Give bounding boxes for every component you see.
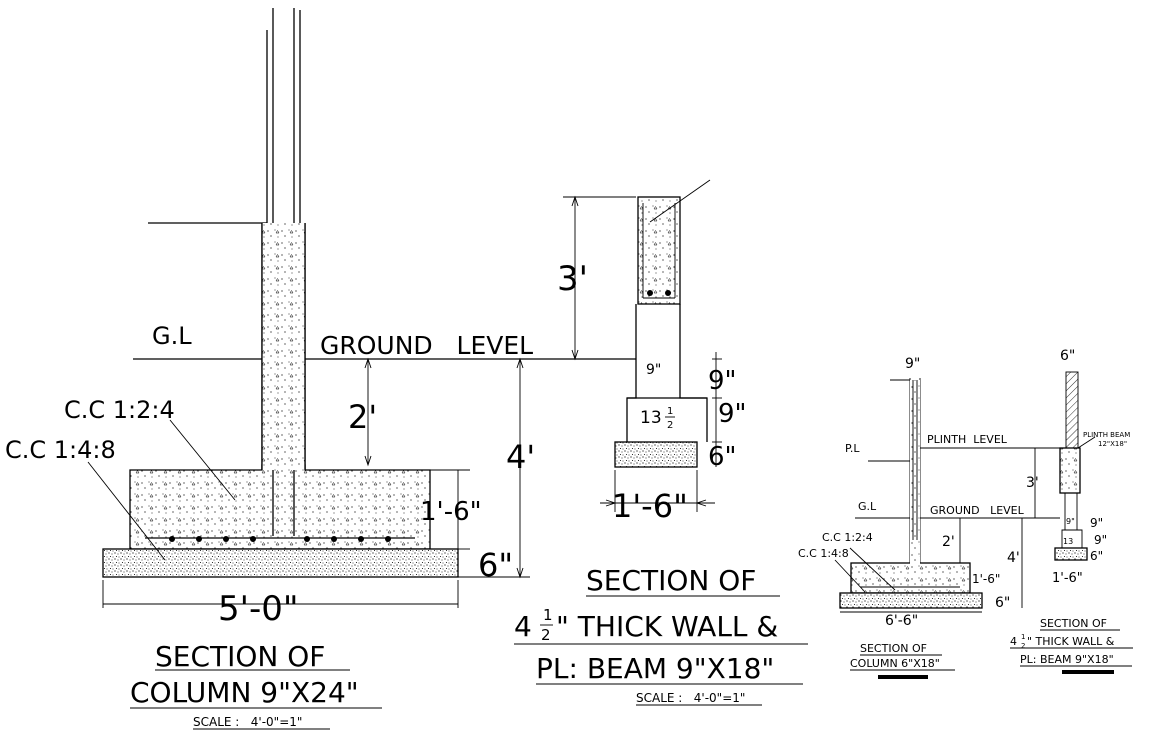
small-dim-4ft: 4' — [1007, 550, 1020, 566]
leader-cc148 — [87, 461, 166, 561]
wall-section-main: 3' 9" 9" 9" 13 1 2 6" 1'-6" SECTION OF 4… — [514, 179, 808, 706]
column-title-line2: COLUMN 9"X24" — [130, 676, 359, 709]
gl-label: G.L — [152, 322, 192, 350]
wall-title-line1: SECTION OF — [586, 564, 756, 597]
wall-title-line2: " THICK WALL & — [556, 610, 778, 643]
dim-3ft: 3' — [557, 259, 588, 299]
small-plinth-level-label: PLINTH LEVEL — [927, 433, 1008, 446]
small-cc124-label: C.C 1:2:4 — [822, 531, 873, 544]
leader-beam — [649, 179, 711, 223]
wall-scale: SCALE : 4'-0"=1" — [636, 691, 745, 705]
small-wall-dim-base: 1'-6" — [1052, 571, 1083, 586]
small-beam-label2: 12"X18" — [1098, 440, 1127, 448]
small-dim-2ft: 2' — [942, 534, 955, 550]
wall-dim-13-num: 1 — [667, 406, 673, 417]
small-gl-label: G.L — [858, 500, 877, 513]
small-wall-title-den: 2 — [1021, 642, 1025, 650]
small-wall-dim-9b: 9" — [1090, 516, 1103, 530]
small-dim-width: 6'-6" — [885, 613, 918, 629]
cc124-label: C.C 1:2:4 — [64, 396, 175, 424]
small-wall-top-dim: 6" — [1060, 348, 1075, 364]
pcc-cc148 — [102, 548, 459, 578]
small-wall-scale-bar — [1062, 670, 1114, 674]
column-scale: SCALE : 4'-0"=1" — [193, 715, 302, 729]
small-dim-1ft6: 1'-6" — [972, 572, 1000, 586]
small-col-title-line2: COLUMN 6"X18" — [850, 657, 940, 670]
dim-1ft6-footing: 1'-6" — [420, 497, 482, 527]
wall-dim-6in: 6" — [708, 442, 737, 472]
small-wall-title-line2: " THICK WALL & — [1027, 635, 1115, 648]
small-plinth-beam — [1059, 447, 1081, 494]
footing-cc124 — [129, 464, 431, 550]
small-wall-hatch — [1065, 371, 1079, 449]
wall-section-small: 6" PLINTH BEAM 12"X18" 9" 9" 9" 13 6" 1'… — [1010, 348, 1133, 674]
footing-rebar — [169, 536, 391, 542]
small-pl-label: P.L — [845, 442, 860, 455]
small-wall-title-line1: SECTION OF — [1040, 617, 1107, 630]
small-wall-title-num: 1 — [1021, 633, 1025, 641]
wall-pcc — [614, 441, 698, 468]
small-cc148-label: C.C 1:4:8 — [798, 547, 849, 560]
small-col-top-dim: 9" — [905, 356, 920, 372]
wall-dim-13-den: 2 — [667, 420, 673, 431]
dim-2ft: 2' — [348, 398, 377, 436]
small-footing — [850, 562, 971, 594]
small-wall-dim-9a: 9" — [1066, 517, 1075, 526]
small-col-scale-bar — [878, 675, 928, 679]
small-wall-dim-13: 13 — [1063, 537, 1073, 546]
leader-cc124 — [169, 419, 236, 501]
ground-level-label: GROUND LEVEL — [320, 331, 533, 360]
wall-dim-13: 13 — [640, 408, 662, 428]
wall-title-den: 2 — [541, 626, 551, 644]
dim-6in-pcc: 6" — [478, 546, 513, 584]
wall-title-4: 4 — [514, 610, 532, 643]
wall-title-num: 1 — [543, 606, 553, 624]
column-section-main: G.L GROUND LEVEL C.C 1:2:4 C.C 1:4:8 2' … — [5, 8, 636, 730]
small-pcc — [839, 592, 983, 609]
small-dim-6in: 6" — [995, 595, 1010, 611]
small-dim-3ft: 3' — [1026, 475, 1039, 491]
small-wall-pcc — [1054, 547, 1088, 561]
wall-dim-base: 1'-6" — [612, 487, 688, 525]
wall-title-line3: PL: BEAM 9"X18" — [536, 652, 774, 685]
column-section-small: 9" P.L PLINTH LEVEL G.L GROUND LEVEL C.C… — [798, 356, 1060, 679]
wall-dim-9in-b: 9" — [708, 366, 737, 396]
plinth-beam — [637, 196, 681, 305]
dim-5ft: 5'-0" — [218, 589, 299, 629]
small-wall-dim-6: 6" — [1090, 549, 1103, 563]
wall-dim-9in: 9" — [646, 362, 661, 378]
cc148-label: C.C 1:4:8 — [5, 436, 116, 464]
small-wall-title-line3: PL: BEAM 9"X18" — [1020, 653, 1114, 666]
small-beam-label1: PLINTH BEAM — [1083, 431, 1130, 439]
small-wall-dim-9c: 9" — [1094, 533, 1107, 547]
dim-4ft: 4' — [506, 438, 535, 476]
wall-dim-9in-c: 9" — [718, 399, 747, 429]
small-col-title-line1: SECTION OF — [860, 642, 927, 655]
column-title-line1: SECTION OF — [155, 640, 325, 673]
small-ground-level-label: GROUND LEVEL — [930, 504, 1025, 517]
small-wall-title-4: 4 — [1010, 635, 1017, 648]
